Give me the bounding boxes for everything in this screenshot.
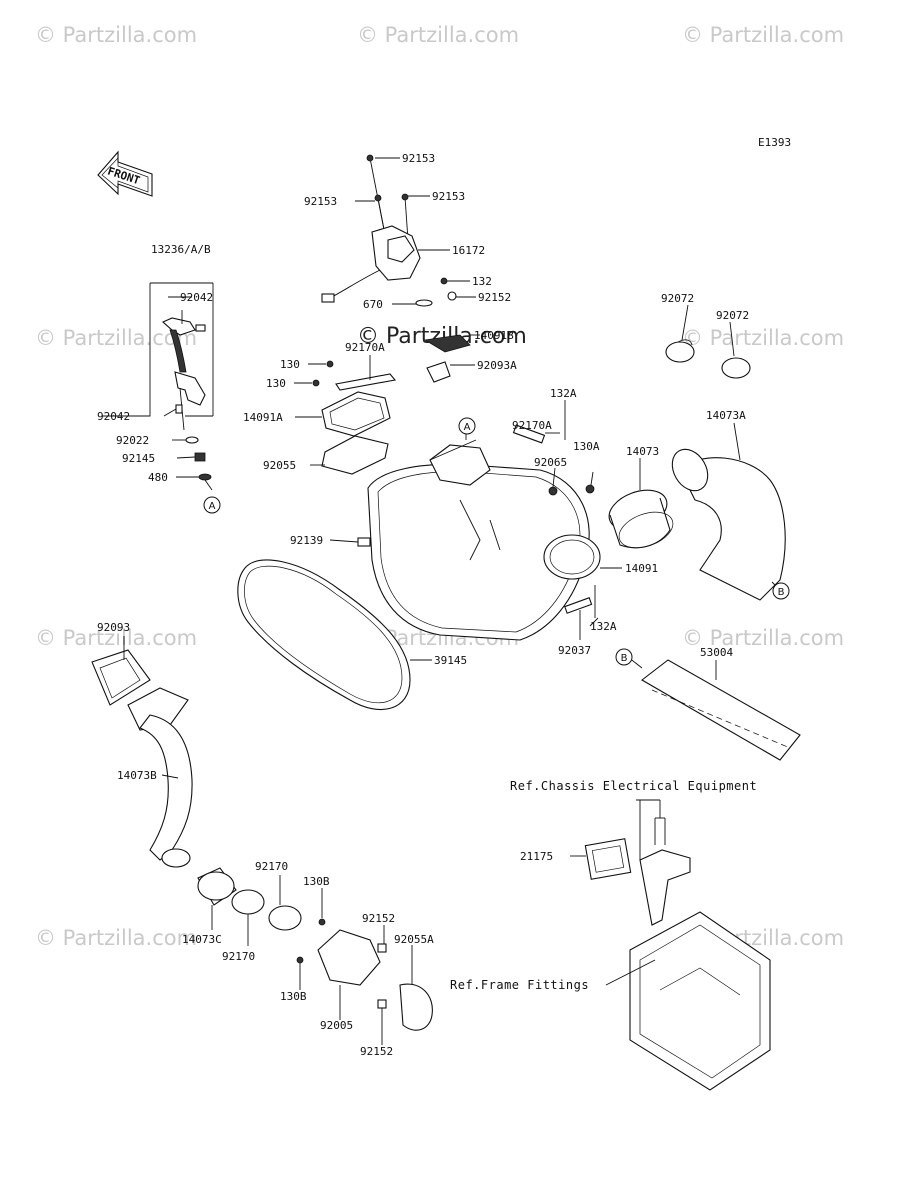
svg-text:B: B	[621, 653, 628, 664]
part-label: 130	[280, 358, 300, 371]
part-label: 92153	[304, 195, 337, 208]
part-label: 14091B	[474, 329, 514, 342]
part-label: 92055A	[394, 933, 434, 946]
part-label: 92072	[716, 309, 749, 322]
part-label: 92065	[534, 456, 567, 469]
part-label: 92170	[255, 860, 288, 873]
part-label: 130	[266, 377, 286, 390]
part-label: 92072	[661, 292, 694, 305]
watermark: © Partzilla.com	[682, 23, 844, 47]
watermark: © Partzilla.com	[357, 23, 519, 47]
part-label: 92170A	[512, 419, 552, 432]
part-label: 92042	[180, 291, 213, 304]
callout-b	[772, 582, 790, 600]
clamps-92072	[665, 339, 751, 379]
part-label: 92042	[97, 410, 130, 423]
part-label: 92037	[558, 644, 591, 657]
part-label: 13236/A/B	[151, 243, 211, 256]
ref-chassis-electrical: Ref.Chassis Electrical Equipment	[510, 779, 757, 793]
part-label: 132A	[550, 387, 577, 400]
part-label: 130B	[280, 990, 307, 1003]
callout-a	[203, 496, 221, 514]
cover-14091A	[312, 360, 397, 475]
svg-text:A: A	[209, 501, 216, 512]
part-label: 16172	[452, 244, 485, 257]
watermark: © Partzilla.com	[682, 626, 844, 650]
part-label: 53004	[700, 646, 733, 659]
part-label: 92005	[320, 1019, 353, 1032]
part-label: 92170A	[345, 341, 385, 354]
part-label: 92093	[97, 621, 130, 634]
diagram-code: E1393	[758, 136, 791, 149]
filter-53004	[641, 659, 801, 761]
part-label: 14091	[625, 562, 658, 575]
part-label: 92093A	[477, 359, 517, 372]
part-label: 92152	[360, 1045, 393, 1058]
watermark: © Partzilla.com	[35, 23, 197, 47]
part-label: 92153	[432, 190, 465, 203]
part-label: 92145	[122, 452, 155, 465]
part-label: 130B	[303, 875, 330, 888]
watermark: © Partzilla.com	[35, 926, 197, 950]
callout-b	[615, 648, 633, 666]
battery-box	[629, 911, 771, 1091]
part-label: 130A	[573, 440, 600, 453]
watermark: © Partzilla.com	[682, 326, 844, 350]
part-label: 14091A	[243, 411, 283, 424]
ref-frame-fittings: Ref.Frame Fittings	[450, 978, 589, 992]
part-label: 14073	[626, 445, 659, 458]
watermark: © Partzilla.com	[35, 626, 197, 650]
intake-14073B	[91, 649, 193, 868]
actuator-16172	[321, 154, 471, 383]
part-label: 92153	[402, 152, 435, 165]
duct-14073	[608, 448, 786, 601]
front-arrow-icon: FRONT	[97, 150, 153, 197]
part-label: 14073B	[117, 769, 157, 782]
part-label: 92152	[362, 912, 395, 925]
ecu-21175	[584, 817, 691, 926]
part-label: 92055	[263, 459, 296, 472]
part-label: 92022	[116, 434, 149, 447]
part-label: 132	[472, 275, 492, 288]
part-label: 670	[363, 298, 383, 311]
part-labels: 92153 92153 92153 16172 132 670 92152 14…	[97, 152, 749, 1058]
callouts: A A B B	[203, 417, 790, 666]
part-label: 480	[148, 471, 168, 484]
svg-text:B: B	[778, 587, 785, 598]
part-label: 39145	[434, 654, 467, 667]
belt-seal-39145	[237, 559, 411, 710]
part-label: 92139	[290, 534, 323, 547]
coupler-14073C	[197, 867, 433, 1031]
part-label: 132A	[590, 620, 617, 633]
callout-a	[458, 417, 476, 435]
leader-lines	[123, 157, 781, 1045]
part-label: 14073A	[706, 409, 746, 422]
part-label: 92152	[478, 291, 511, 304]
part-label: 14073C	[182, 933, 222, 946]
part-label: 21175	[520, 850, 553, 863]
cable-assembly-13236	[102, 282, 214, 481]
part-label: 92170	[222, 950, 255, 963]
cvt-cover-14091	[357, 410, 601, 641]
svg-text:A: A	[464, 422, 471, 433]
